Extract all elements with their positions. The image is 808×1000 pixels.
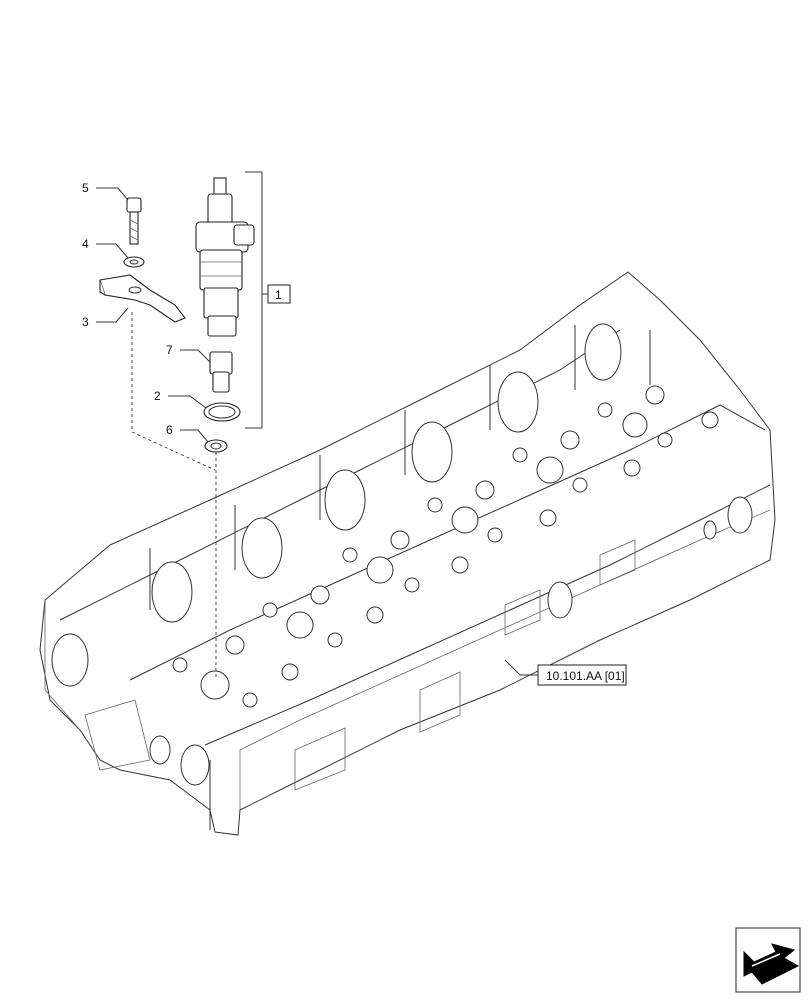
leader-3 (96, 307, 129, 323)
callout-box-1 (267, 284, 291, 304)
port-pattern-2 (262, 585, 384, 648)
leader-ref (504, 659, 538, 676)
leader-6 (180, 429, 209, 443)
callout-6: 6 (166, 423, 173, 437)
fuel-injector (195, 177, 255, 337)
injector-clamp (99, 274, 186, 323)
callout-5: 5 (82, 181, 89, 195)
sealing-washer (204, 439, 228, 453)
assembly-line-clamp (131, 312, 216, 471)
port-pattern-3 (342, 530, 469, 593)
reference-box[interactable] (537, 664, 627, 686)
leader-7 (180, 349, 211, 363)
o-ring (203, 402, 241, 422)
bolt (126, 197, 142, 245)
callout-7: 7 (166, 343, 173, 357)
callout-2: 2 (154, 389, 161, 403)
leader-2 (168, 395, 207, 409)
washer-small (123, 256, 145, 268)
callout-4: 4 (82, 237, 89, 251)
port-pattern-4 (427, 480, 557, 543)
injector-sleeve (209, 351, 233, 393)
reference-label[interactable]: 10.101.AA [01] (546, 669, 625, 683)
leader-4 (96, 243, 129, 259)
leader-5 (96, 187, 129, 201)
arrow-icon[interactable] (735, 927, 801, 993)
port-pattern-1 (172, 635, 299, 708)
callout-1: 1 (275, 288, 282, 302)
callout-3: 3 (82, 315, 89, 329)
port-pattern-6 (597, 385, 719, 448)
assembly-bracket (245, 171, 268, 429)
cylinder-head (39, 271, 776, 836)
port-pattern-5 (512, 430, 641, 493)
